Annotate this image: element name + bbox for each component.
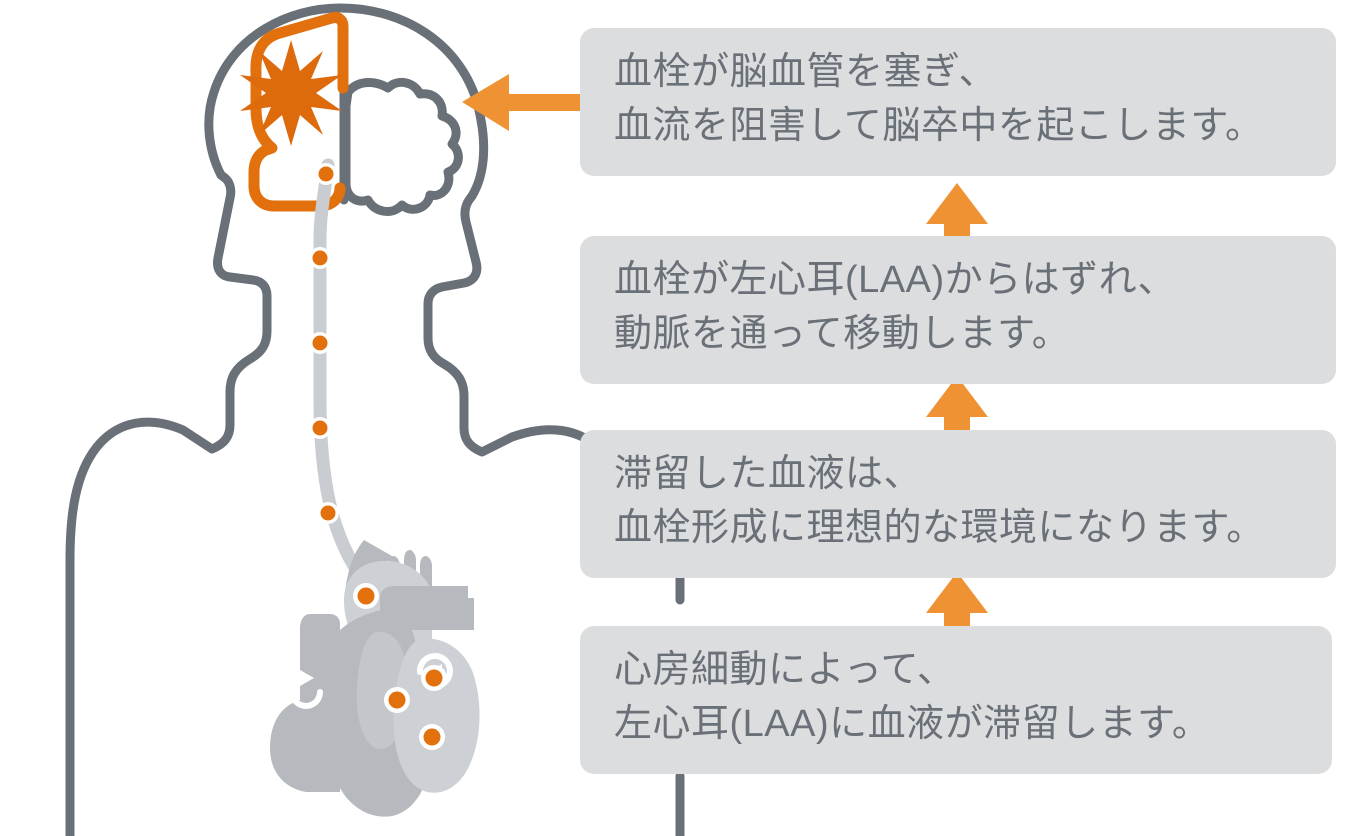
callout-stroke-line-1: 血栓が脳血管を塞ぎ、 [614, 51, 998, 94]
callout-embolus-line-2: 動脈を通って移動します。 [614, 313, 1071, 355]
arrow-up-embolus-to-stroke [926, 183, 988, 240]
blood-clot-markers-artery [309, 163, 339, 524]
callout-embolus-line-1: 血栓が左心耳(LAA)からはずれ、 [614, 259, 1177, 302]
left-body-outline [65, 170, 272, 836]
callout-stroke-line-2: 血流を阻害して脳卒中を起こします。 [614, 105, 1264, 147]
callout-stroke: 血栓が脳血管を塞ぎ、 血流を阻害して脳卒中を起こします。 [580, 28, 1336, 176]
callout-afib-line-1: 心房細動によって、 [614, 649, 956, 692]
arrow-up-stasis-to-embolus [926, 376, 988, 433]
callout-afib-line-2: 左心耳(LAA)に血液が滞留します。 [614, 703, 1211, 745]
human-body-outline [65, 3, 685, 836]
callout-stasis-line-2: 血栓形成に理想的な環境になります。 [614, 507, 1265, 549]
arrow-up-afib-to-stasis [926, 572, 988, 629]
stroke-burst-icon [240, 40, 342, 146]
callout-stasis: 滞留した血液は、 血栓形成に理想的な環境になります。 [580, 430, 1336, 578]
carotid-artery-path [313, 158, 379, 599]
callout-stasis-line-1: 滞留した血液は、 [614, 453, 923, 496]
arrow-left-to-brain [462, 74, 592, 131]
circulation-swirl-left-icon [289, 675, 323, 709]
blood-clot-markers-heart [353, 583, 447, 750]
brain-left-hemisphere-vessel [248, 12, 349, 212]
circulation-swirl-left-head-icon [300, 670, 314, 686]
skull-outline [204, 3, 489, 201]
callout-afib: 心房細動によって、 左心耳(LAA)に血液が滞留します。 [580, 626, 1332, 774]
brain-right-hemisphere [341, 77, 463, 216]
heart-anatomy [270, 540, 480, 817]
callout-embolus: 血栓が左心耳(LAA)からはずれ、 動脈を通って移動します。 [580, 236, 1336, 384]
